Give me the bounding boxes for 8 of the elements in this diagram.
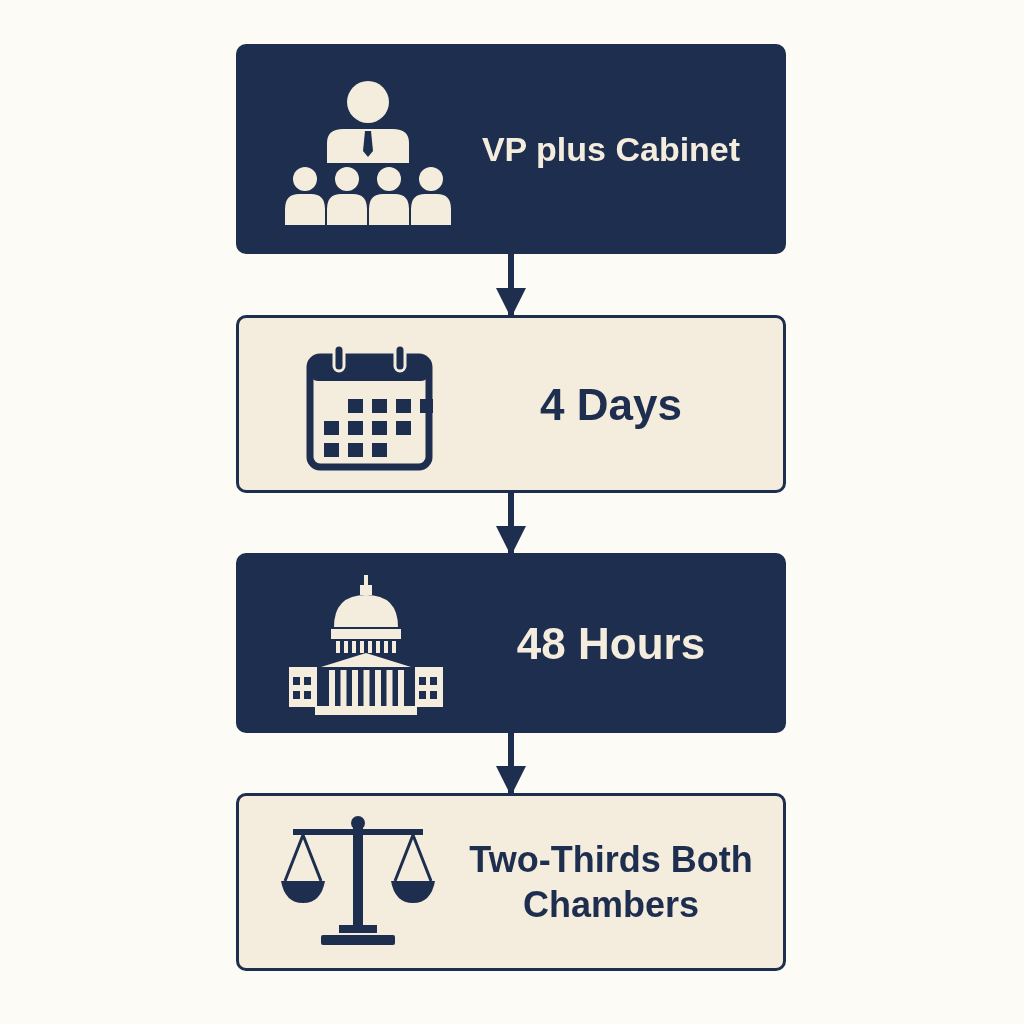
step-label: 48 Hours: [516, 617, 706, 670]
step-box: [236, 44, 786, 254]
step-label: Two-Thirds Both Chambers: [468, 838, 754, 927]
step-box: [236, 315, 786, 493]
step-label: VP plus Cabinet: [481, 128, 741, 170]
step-box: [236, 553, 786, 733]
step-label: 4 Days: [540, 378, 682, 431]
step-box: [236, 793, 786, 971]
